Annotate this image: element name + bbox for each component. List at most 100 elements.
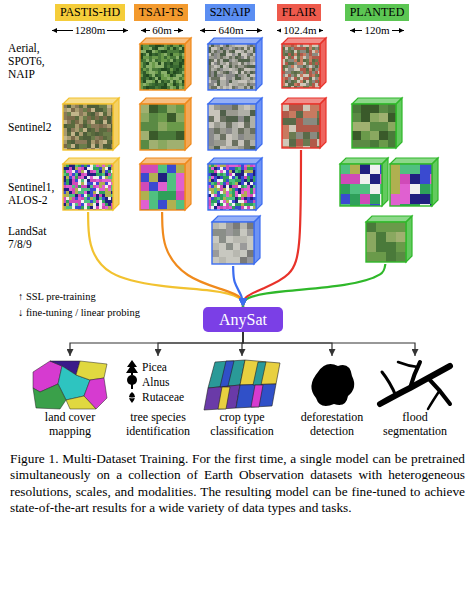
cube-front [352, 104, 396, 148]
pixel [303, 132, 310, 139]
pixel [108, 173, 111, 176]
image-cube [140, 38, 191, 90]
pixel [69, 185, 72, 188]
pixel [67, 132, 71, 136]
pixel [247, 62, 250, 65]
pixel [66, 185, 69, 188]
pixel [164, 86, 167, 89]
pixel [179, 53, 182, 56]
pixel [72, 176, 75, 179]
pixel [376, 252, 386, 262]
pixel [226, 176, 229, 179]
pixel [226, 197, 229, 200]
pixel [232, 122, 238, 128]
pixel [223, 74, 226, 77]
pixel [102, 185, 105, 188]
pixel [340, 184, 350, 194]
pixel [176, 80, 179, 83]
pixel [229, 80, 232, 83]
pixel [72, 182, 75, 185]
pixel [214, 53, 217, 56]
pixel [164, 83, 167, 86]
pixel [84, 179, 87, 182]
pixel [306, 59, 309, 62]
tree-species-icon [126, 360, 138, 373]
pixel [96, 179, 99, 182]
pixel [78, 185, 81, 188]
pixel [211, 179, 214, 182]
pixel [229, 170, 232, 173]
pixel [220, 68, 223, 71]
pixel [214, 59, 217, 62]
pixel [229, 74, 232, 77]
cube-top [212, 216, 260, 222]
pixel [247, 68, 250, 71]
pixel [244, 122, 250, 128]
pixel [300, 59, 303, 62]
pixel [217, 86, 220, 89]
pixel [223, 191, 226, 194]
pixel [296, 125, 303, 132]
pixel [235, 71, 238, 74]
pixel [69, 179, 72, 182]
pixel [312, 56, 315, 59]
pixel [241, 47, 244, 50]
task-panel: PiceaAlnusRutaceaetree species identific… [120, 356, 196, 438]
pixel [306, 77, 309, 80]
pixel [103, 120, 107, 124]
pixel [140, 113, 149, 122]
pixel [232, 56, 235, 59]
pixel [214, 62, 217, 65]
pixel [229, 191, 232, 194]
pixel [170, 62, 173, 65]
pixel [220, 128, 226, 134]
pixel [250, 140, 256, 146]
cube-side [185, 38, 191, 90]
tree-species-icon [127, 397, 137, 398]
pixel [176, 173, 185, 182]
pixel [238, 167, 241, 170]
pixel [232, 185, 235, 188]
pixel [232, 50, 235, 53]
pixel [93, 185, 96, 188]
pixel [217, 206, 220, 209]
pixel [87, 108, 91, 112]
pixel [208, 104, 214, 110]
pixel [155, 86, 158, 89]
pixel [81, 203, 84, 206]
pixel [161, 65, 164, 68]
pixel [211, 167, 214, 170]
pixel [83, 128, 87, 132]
pixel [79, 112, 83, 116]
pixel [214, 86, 217, 89]
pixel [247, 47, 250, 50]
pixel [232, 128, 238, 134]
pixel [167, 50, 170, 53]
cube-front [390, 164, 432, 206]
pixel [235, 182, 238, 185]
pixel [297, 71, 300, 74]
pixel [250, 68, 253, 71]
pixel [297, 62, 300, 65]
pixel [226, 185, 229, 188]
pixel [291, 47, 294, 50]
pixel [170, 86, 173, 89]
pixel [107, 132, 111, 136]
connector [243, 332, 332, 356]
pixel [176, 74, 179, 77]
pixel [288, 62, 291, 65]
cube-front [63, 104, 113, 150]
pixel [241, 62, 244, 65]
pixel [78, 182, 81, 185]
pixel [223, 47, 226, 50]
pixel [179, 80, 182, 83]
pixel [240, 243, 247, 250]
pixel [223, 203, 226, 206]
pixel [149, 65, 152, 68]
pixel [108, 206, 111, 209]
pixel [291, 77, 294, 80]
pixel [96, 203, 99, 206]
pixel [396, 252, 406, 262]
pixel [103, 144, 107, 148]
pixel [232, 53, 235, 56]
